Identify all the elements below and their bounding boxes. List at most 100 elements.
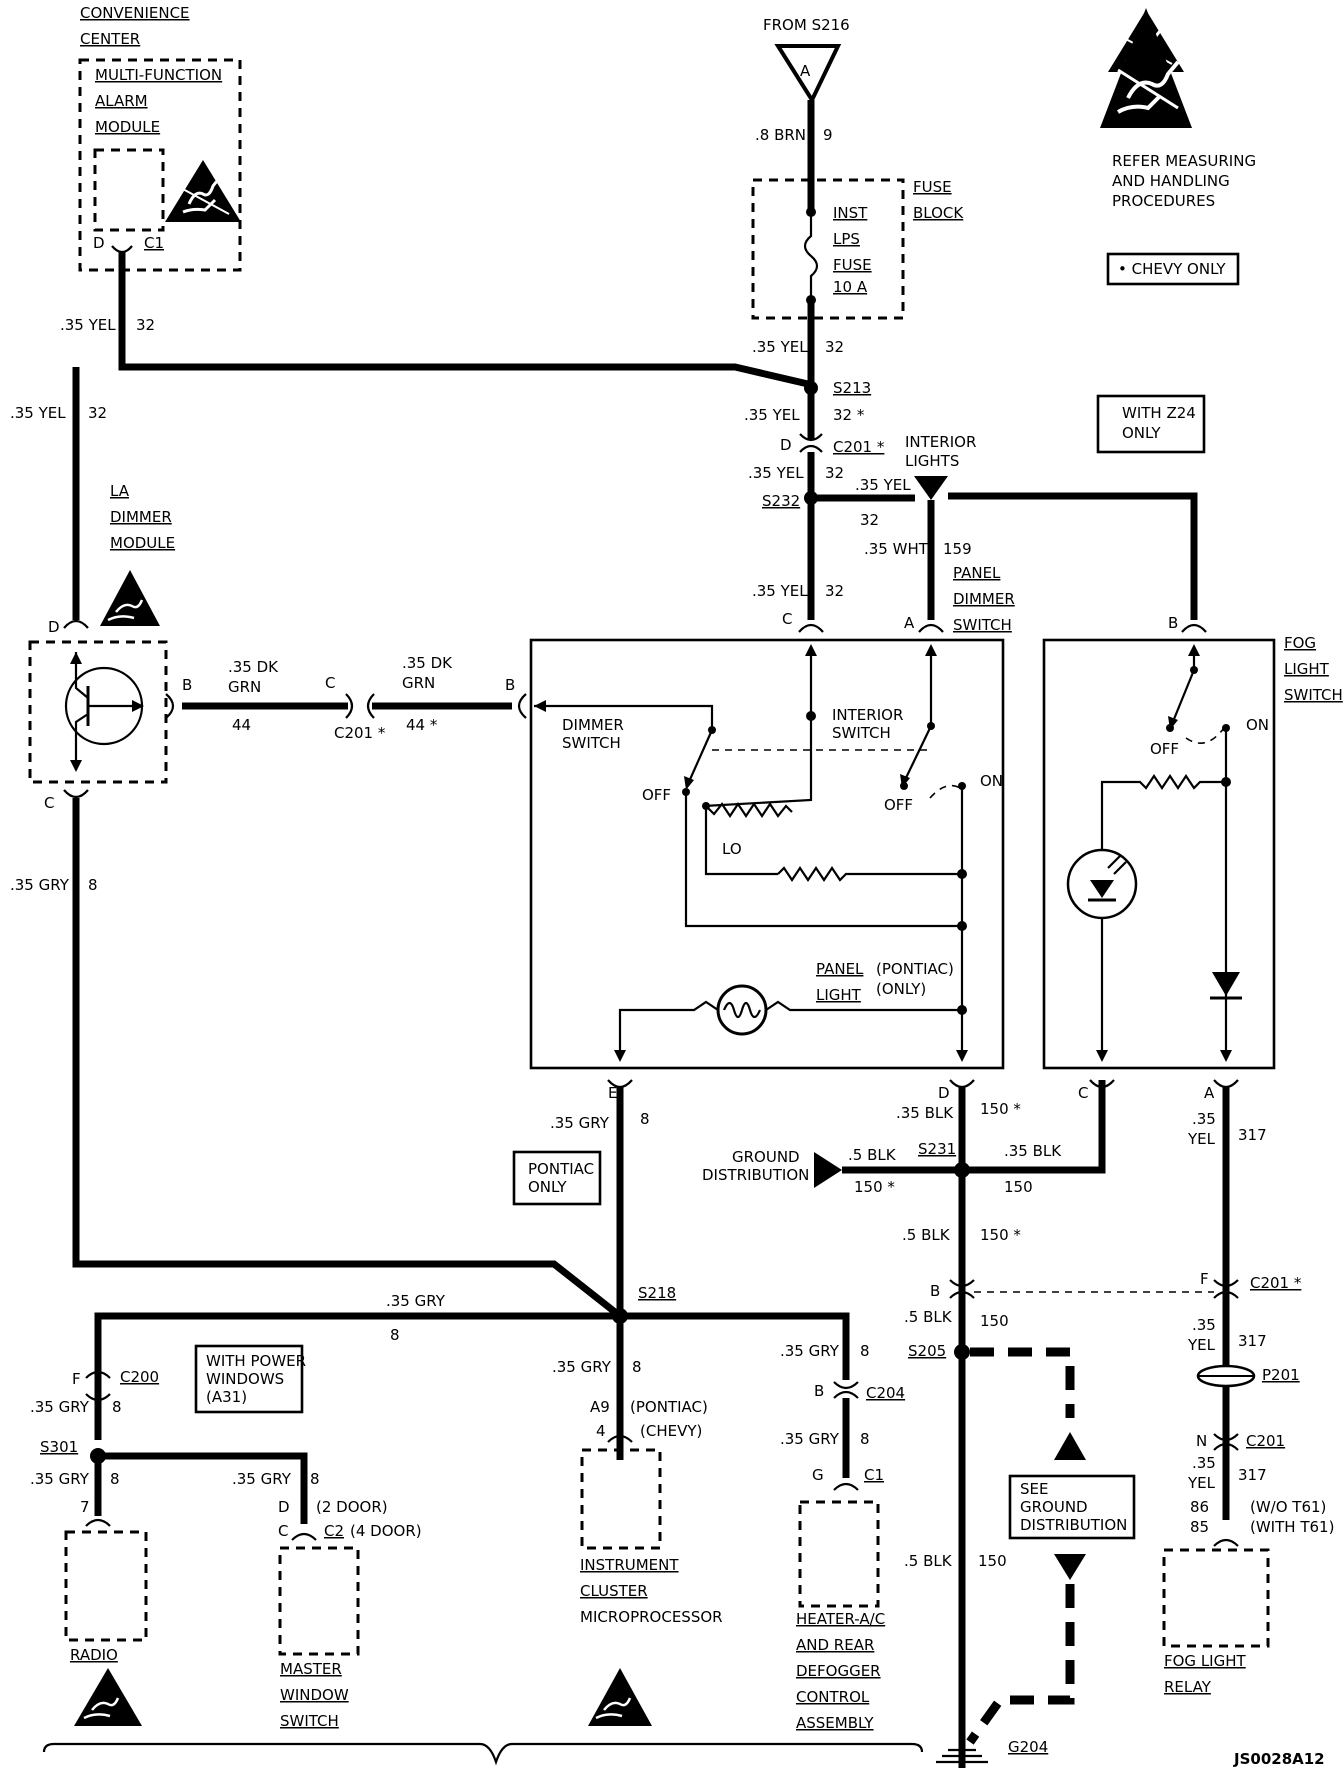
relay-wo-t61: (W/O T61) bbox=[1250, 1498, 1326, 1516]
pds-connector-d bbox=[949, 1079, 975, 1089]
la-pin-b: B bbox=[182, 676, 192, 694]
la-dimmer-module-label-2: DIMMER bbox=[110, 508, 172, 526]
hvac-label-5: ASSEMBLY bbox=[796, 1714, 874, 1732]
see-ground-dist-label-1: SEE bbox=[1020, 1480, 1048, 1498]
wire-s231r-gauge: .35 BLK bbox=[1004, 1142, 1062, 1160]
wire-wht-circuit: 159 bbox=[943, 540, 972, 558]
wire-interior-to-fog bbox=[948, 492, 1198, 620]
mfam-connector bbox=[111, 245, 133, 254]
ground-distribution-label-2: DISTRIBUTION bbox=[702, 1166, 809, 1184]
wire-gnd-gauge: .5 BLK bbox=[904, 1552, 953, 1570]
interior-off-label: OFF bbox=[884, 796, 913, 814]
chevy-only-legend-box bbox=[1106, 252, 1240, 286]
panel-dimmer-switch-label-2: DIMMER bbox=[953, 590, 1015, 608]
ground-distribution-arrow bbox=[814, 1152, 842, 1188]
esd-warning-icon bbox=[163, 158, 243, 224]
wire-fog-gauge-2b: YEL bbox=[1187, 1336, 1216, 1354]
panel-light-leads bbox=[618, 1000, 962, 1058]
wire-ic-circuit: 8 bbox=[632, 1358, 642, 1376]
wire-s231d-gauge: .5 BLK bbox=[902, 1226, 951, 1244]
wire-s218-gauge: .35 GRY bbox=[386, 1292, 446, 1310]
wire-e-circuit: 8 bbox=[640, 1110, 650, 1128]
mws-connector-c2: C2 bbox=[324, 1522, 344, 1540]
panel-light-pontiac: (PONTIAC) bbox=[876, 960, 954, 978]
interior-switch-label-1: INTERIOR bbox=[832, 706, 903, 724]
ground-dashed-path-2 bbox=[966, 1584, 1075, 1745]
fog-pin-b: B bbox=[1168, 614, 1178, 632]
ic-pin-4: 4 bbox=[596, 1422, 606, 1440]
relay-connector bbox=[1213, 1538, 1239, 1547]
esd-large-triangle bbox=[1100, 8, 1192, 128]
fuse-element bbox=[803, 212, 819, 300]
interior-on-label: ON bbox=[980, 772, 1003, 790]
wire-mfam-gauge: .35 YEL bbox=[60, 316, 116, 334]
pds-arrow-e bbox=[614, 1050, 626, 1062]
wire-left-gry-circuit: 8 bbox=[88, 876, 98, 894]
splice-s205 bbox=[954, 1344, 970, 1360]
transistor-arrow-down bbox=[70, 760, 82, 772]
mfam-inner-box bbox=[93, 148, 165, 232]
wire-mfam-circuit: 32 bbox=[136, 316, 155, 334]
wire-s301-mws bbox=[98, 1452, 308, 1524]
see-ground-dist-arrow-down bbox=[1054, 1554, 1086, 1580]
wire-fog-gauge-3: .35 bbox=[1192, 1454, 1216, 1472]
splice-s301-label: S301 bbox=[40, 1438, 78, 1456]
refer-label-3: PROCEDURES bbox=[1112, 192, 1215, 210]
wire-gd-gauge: .5 BLK bbox=[848, 1146, 897, 1164]
wire-s218-right bbox=[620, 1312, 850, 1380]
pds-arrow-a bbox=[925, 644, 937, 656]
wire-c201-circuit: 32 bbox=[825, 464, 844, 482]
dimmer-switch-label-1: DIMMER bbox=[562, 716, 624, 734]
pontiac-only-label-2: ONLY bbox=[528, 1178, 567, 1196]
connector-c204 bbox=[833, 1381, 859, 1399]
pds-arrow-d bbox=[956, 1050, 968, 1062]
pds-pin-b: B bbox=[505, 676, 515, 694]
wire-fog-gauge-3b: YEL bbox=[1187, 1474, 1216, 1492]
panel-dimmer-switch-label-1: PANEL bbox=[953, 564, 1001, 582]
fuse-fuse-label: FUSE bbox=[833, 256, 872, 274]
fog-pin-a: A bbox=[1204, 1084, 1215, 1102]
multi-function-alarm-module-box bbox=[78, 58, 242, 272]
relay-with-t61: (WITH T61) bbox=[1250, 1518, 1334, 1536]
fog-switch-label-3: SWITCH bbox=[1284, 686, 1343, 704]
hvac-label-3: DEFOGGER bbox=[796, 1662, 881, 1680]
connector-c201-mid-label: C201 * bbox=[334, 724, 386, 742]
wire-mfam-yel-32 bbox=[118, 252, 809, 388]
interior-lights-label-1: INTERIOR bbox=[905, 433, 976, 451]
connector-p201-label: P201 bbox=[1262, 1366, 1300, 1384]
wire-left-yel-gauge: .35 YEL bbox=[10, 404, 66, 422]
connector-c201-pin-d: D bbox=[780, 436, 792, 454]
document-id: JS0028A12 bbox=[1233, 1750, 1325, 1768]
master-window-switch-box bbox=[278, 1546, 360, 1656]
dimmer-off-leg bbox=[684, 792, 960, 928]
mws-2door: (2 DOOR) bbox=[316, 1498, 388, 1516]
la-dimmer-module-label-1: LA bbox=[110, 482, 130, 500]
fog-connector-a bbox=[1213, 1079, 1239, 1089]
panel-light-label-2: LIGHT bbox=[816, 986, 862, 1004]
dimmer-switch-label-2: SWITCH bbox=[562, 734, 621, 752]
wire-grn-gauge-1: .35 DK bbox=[228, 658, 279, 676]
mfam-label-1: MULTI-FUNCTION bbox=[95, 66, 222, 84]
hvac-pin-g: G bbox=[812, 1466, 824, 1484]
wire-s231d-circuit: 150 * bbox=[980, 1226, 1021, 1244]
fog-diode bbox=[1212, 972, 1240, 996]
wire-fog-circuit-3: 317 bbox=[1238, 1466, 1267, 1484]
panel-dimmer-switch-box bbox=[529, 638, 1005, 1070]
fog-light-switch-box bbox=[1042, 638, 1276, 1070]
refer-label-1: REFER MEASURING bbox=[1112, 152, 1256, 170]
wire-fog-circuit-2: 317 bbox=[1238, 1332, 1267, 1350]
fuse-lps-label: LPS bbox=[833, 230, 860, 248]
grouping-bracket bbox=[42, 1742, 924, 1766]
wire-s218-left bbox=[94, 1312, 620, 1440]
wire-fuse-gauge: .35 YEL bbox=[752, 338, 808, 356]
convenience-center-label: CONVENIENCE bbox=[80, 4, 190, 22]
fog-switch-label-2: LIGHT bbox=[1284, 660, 1330, 678]
la-pin-d: D bbox=[48, 618, 60, 636]
fog-c201-pin-f: F bbox=[1200, 1270, 1209, 1288]
splice-s218-label: S218 bbox=[638, 1284, 676, 1302]
esd-icon-radio-detail bbox=[83, 1697, 120, 1720]
convenience-center-label-2: CENTER bbox=[80, 30, 140, 48]
esd-icon-la-detail bbox=[107, 599, 144, 622]
wire-s213-gauge: .35 YEL bbox=[744, 406, 800, 424]
la-pin-c: C bbox=[44, 794, 54, 812]
